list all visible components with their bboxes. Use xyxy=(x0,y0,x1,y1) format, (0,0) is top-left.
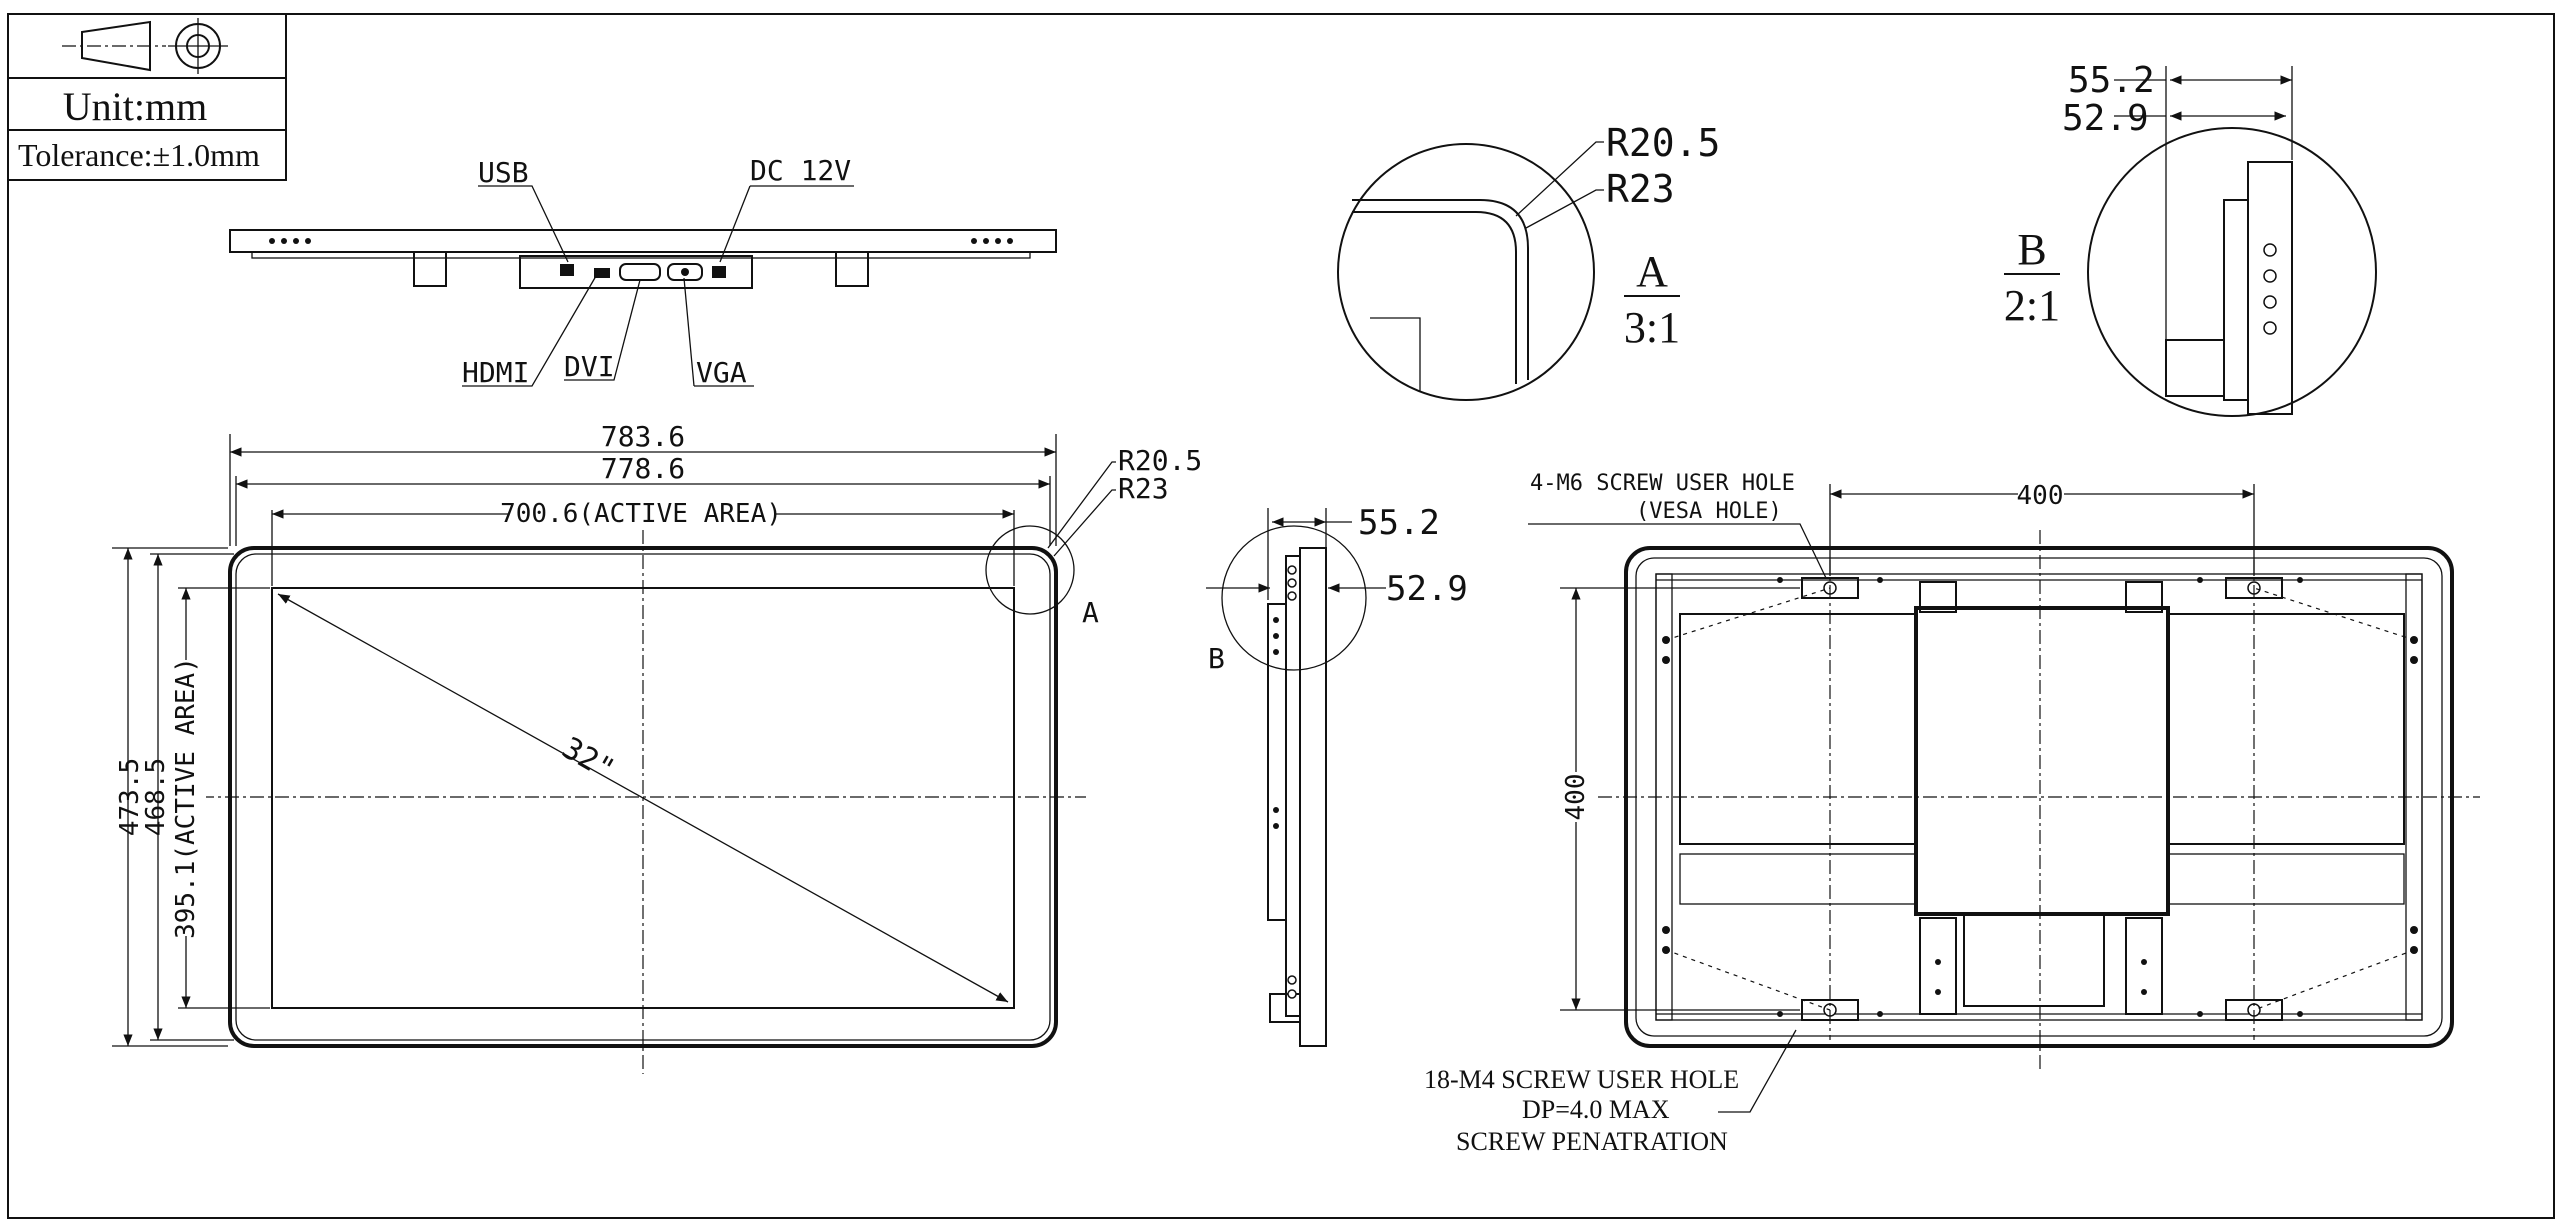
radius-r20-5-label: R20.5 xyxy=(1118,444,1202,477)
first-angle-projection-icon xyxy=(62,18,228,74)
height-inner-dim: 468.5 xyxy=(141,758,171,836)
detail-b-scale: 2:1 xyxy=(2004,281,2060,330)
width-inner-dim: 778.6 xyxy=(601,452,685,485)
detail-a-callout-circle xyxy=(985,525,1075,615)
detail-b-callout: B xyxy=(1208,642,1225,675)
detail-b-label: B xyxy=(2017,225,2046,274)
vesa-note-line1: 4-M6 SCREW USER HOLE xyxy=(1530,471,1795,496)
detail-a-label: A xyxy=(1636,247,1668,296)
detail-b-depth-55-2: 55.2 xyxy=(2068,60,2155,101)
hdmi-label: HDMI xyxy=(462,356,529,389)
vesa-note-line2: (VESA HOLE) xyxy=(1636,499,1782,524)
front-view: 32" 783.6 778.6 700.6(ACTIVE AREA) 473.5… xyxy=(112,420,1202,1074)
rear-view: 400 400 4-M6 SCREW USER HOLE (VESA HOLE)… xyxy=(1424,471,2480,1156)
height-overall-dim: 473.5 xyxy=(115,758,145,836)
detail-b-depth-52-9: 52.9 xyxy=(2062,98,2149,139)
usb-label: USB xyxy=(478,156,529,189)
detail-a-radius-r23: R23 xyxy=(1606,167,1675,211)
detail-a-radius-r20-5: R20.5 xyxy=(1606,121,1720,165)
vesa-width-dim: 400 xyxy=(2017,481,2064,511)
side-view: B 55.2 52.9 xyxy=(1206,503,1468,1047)
detail-b: 55.2 52.9 B 2:1 xyxy=(2004,60,2377,417)
unit-label: Unit:mm xyxy=(63,84,207,129)
side-depth-55-2-dim: 55.2 xyxy=(1358,503,1440,543)
vesa-height-dim: 400 xyxy=(1561,774,1591,821)
top-view: USB DC 12V HDMI DVI VGA xyxy=(229,154,1057,389)
width-active-dim: 700.6(ACTIVE AREA) xyxy=(500,499,782,529)
side-depth-52-9-dim: 52.9 xyxy=(1386,569,1468,609)
dvi-label: DVI xyxy=(564,350,615,383)
detail-a: R20.5 R23 A 3:1 xyxy=(1337,121,1720,401)
vesa-holes xyxy=(1801,577,2283,1021)
connector-ports xyxy=(560,263,726,281)
detail-a-scale: 3:1 xyxy=(1624,303,1680,352)
screw-note-line2: DP=4.0 MAX xyxy=(1522,1095,1670,1124)
screw-note-line3: SCREW PENATRATION xyxy=(1456,1127,1728,1156)
title-block: Unit:mm Tolerance:±1.0mm xyxy=(7,13,287,181)
screw-note-line1: 18-M4 SCREW USER HOLE xyxy=(1424,1065,1739,1094)
dc-12v-label: DC 12V xyxy=(750,154,851,187)
detail-a-callout: A xyxy=(1082,596,1099,629)
screw-holes xyxy=(1662,577,2418,1017)
radius-r23-label: R23 xyxy=(1118,472,1169,505)
tolerance-label: Tolerance:±1.0mm xyxy=(18,137,260,173)
vga-label: VGA xyxy=(696,356,747,389)
drawing-border xyxy=(7,13,2555,1219)
width-overall-dim: 783.6 xyxy=(601,420,685,453)
height-active-dim: 395.1(ACTIVE AREA) xyxy=(171,657,201,939)
